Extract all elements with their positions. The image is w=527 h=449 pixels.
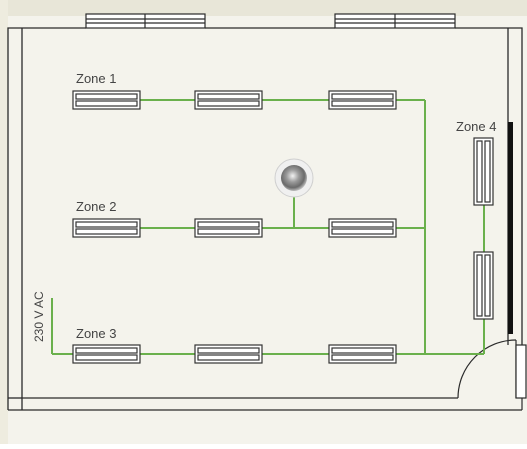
windows bbox=[85, 13, 456, 29]
wall-left-top bbox=[7, 27, 86, 410]
light-fixture-icon bbox=[473, 251, 494, 320]
zone-4-label: Zone 4 bbox=[456, 119, 497, 134]
window-1 bbox=[85, 13, 206, 29]
zone-1-label: Zone 1 bbox=[76, 71, 117, 86]
zone-3-label: Zone 3 bbox=[76, 326, 117, 341]
zone-2-label: Zone 2 bbox=[76, 199, 117, 214]
light-fixture-icon bbox=[473, 137, 494, 206]
light-fixture-icon bbox=[72, 218, 141, 238]
fixtures bbox=[72, 90, 494, 364]
window-2 bbox=[334, 13, 456, 29]
motion-sensor-icon bbox=[274, 158, 314, 198]
light-fixture-icon bbox=[194, 218, 263, 238]
light-fixture-icon bbox=[328, 218, 397, 238]
backdrop-top bbox=[0, 0, 527, 16]
light-fixture-icon bbox=[194, 90, 263, 110]
light-fixture-icon bbox=[194, 344, 263, 364]
light-fixture-icon bbox=[328, 90, 397, 110]
light-fixture-icon bbox=[328, 344, 397, 364]
door-swing-icon bbox=[457, 339, 527, 410]
light-fixture-icon bbox=[72, 344, 141, 364]
wall-panel bbox=[508, 122, 513, 334]
power-label: 230 V AC bbox=[32, 291, 46, 342]
light-fixture-icon bbox=[72, 90, 141, 110]
wall-right bbox=[455, 27, 523, 345]
backdrop-left bbox=[0, 0, 8, 444]
